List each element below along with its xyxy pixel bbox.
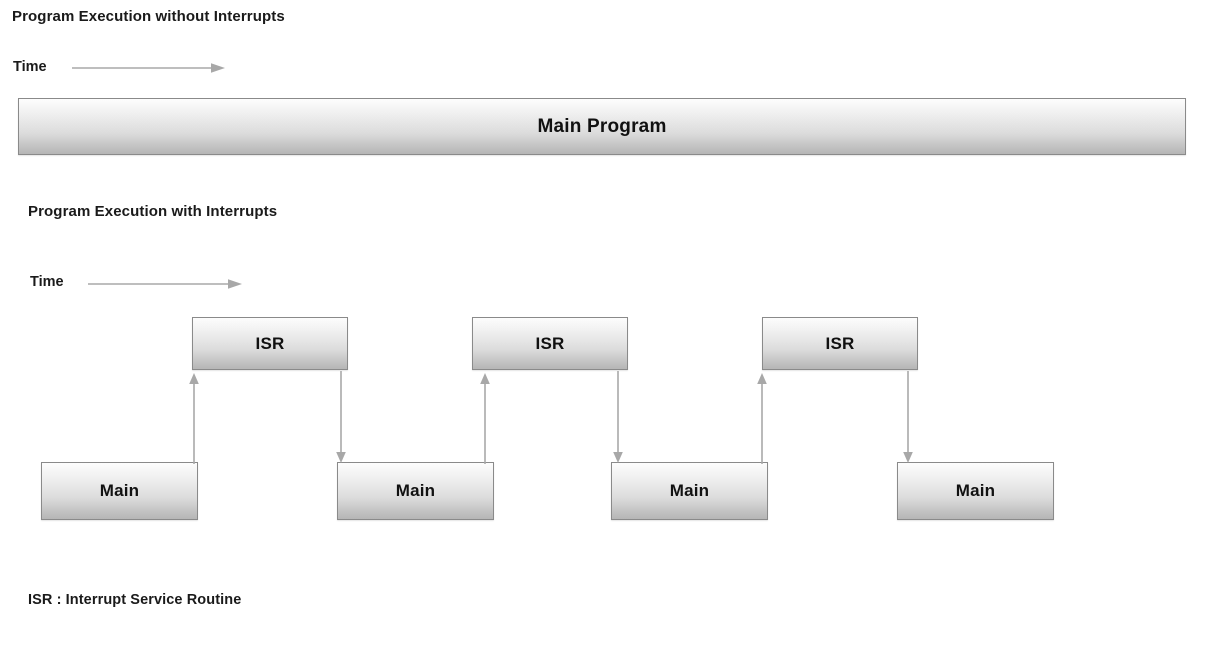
section-2-time-label: Time (30, 274, 64, 290)
section-1-heading: Program Execution without Interrupts (12, 8, 285, 25)
main-box-3[interactable]: Main (611, 462, 768, 520)
main-box-4-label: Main (955, 481, 996, 500)
isr-box-3[interactable]: ISR (762, 317, 918, 370)
isr-box-2[interactable]: ISR (472, 317, 628, 370)
main-box-1-label: Main (99, 481, 140, 500)
return-arrow-down-icon-3 (903, 371, 913, 463)
interrupt-arrow-up-icon-3 (757, 373, 767, 464)
main-program-bar[interactable]: Main Program (18, 98, 1186, 155)
main-program-bar-label: Main Program (537, 115, 667, 137)
interrupt-arrow-up-icon-1 (189, 373, 199, 464)
isr-box-2-label: ISR (535, 333, 565, 353)
return-arrow-down-icon-1 (336, 371, 346, 463)
isr-box-3-label: ISR (825, 333, 855, 353)
isr-box-1[interactable]: ISR (192, 317, 348, 370)
time-arrow-right-icon-2 (88, 279, 242, 289)
main-box-1[interactable]: Main (41, 462, 198, 520)
main-box-2[interactable]: Main (337, 462, 494, 520)
section-2-heading: Program Execution with Interrupts (28, 203, 278, 220)
legend-isr-definition: ISR : Interrupt Service Routine (28, 592, 242, 608)
main-box-2-label: Main (395, 481, 436, 500)
return-arrow-down-icon-2 (613, 371, 623, 463)
main-box-4[interactable]: Main (897, 462, 1054, 520)
main-box-3-label: Main (669, 481, 710, 500)
time-arrow-right-icon (72, 63, 225, 73)
section-1-time-label: Time (13, 59, 47, 75)
isr-box-1-label: ISR (255, 333, 285, 353)
interrupt-arrow-up-icon-2 (480, 373, 490, 464)
